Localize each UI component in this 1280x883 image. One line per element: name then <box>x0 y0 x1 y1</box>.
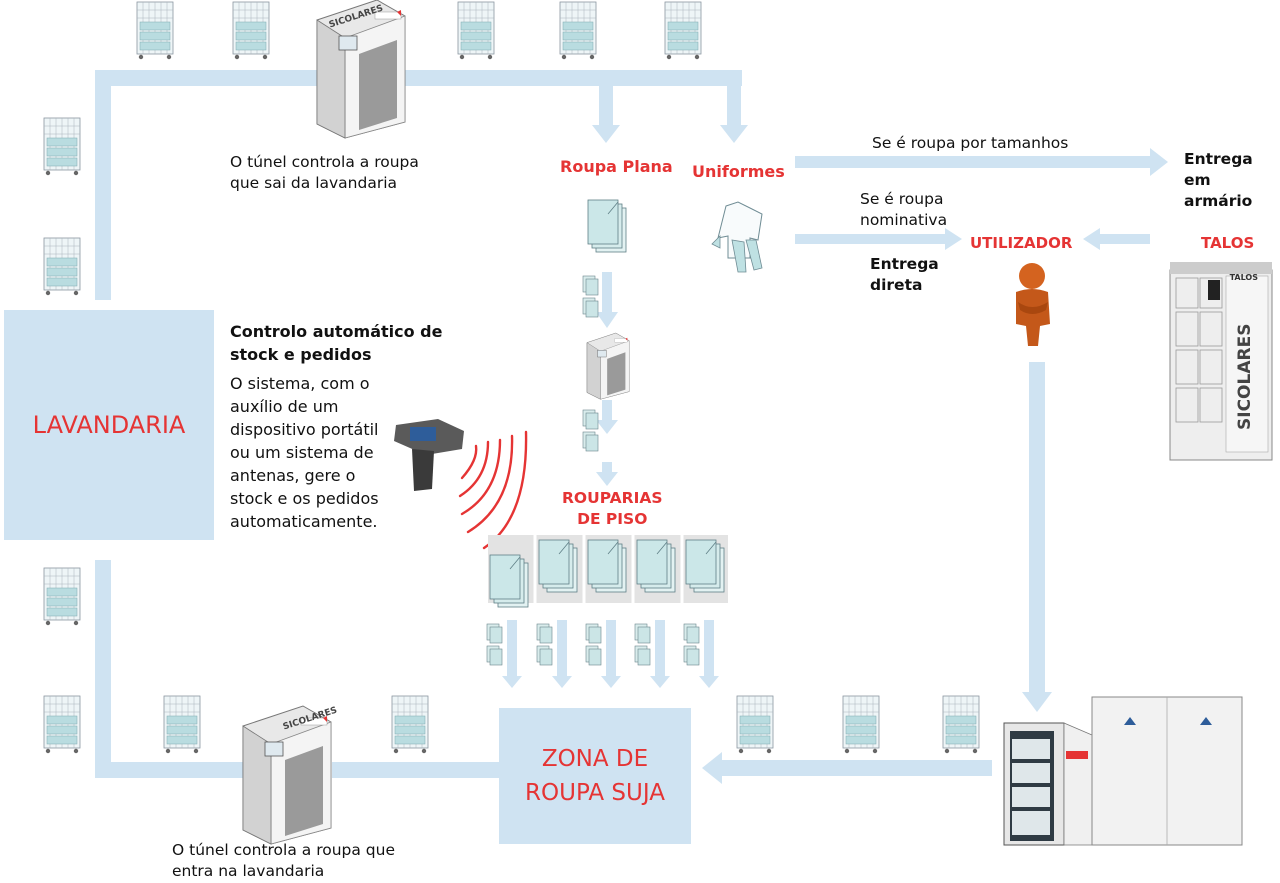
person-icon <box>1016 263 1050 346</box>
zona-roupa-suja-box: ZONA DE ROUPA SUJA <box>499 708 691 844</box>
by-size-label: Se é roupa por tamanhos <box>872 134 1069 152</box>
nominative-line1: Se é roupa <box>860 190 944 208</box>
rouparias-line2: DE PISO <box>577 510 648 528</box>
tunnel-bottom-caption: O túnel controla a roupa que entra na la… <box>172 840 395 882</box>
uniformes-label: Uniformes <box>692 162 785 181</box>
uniform-icon <box>711 201 763 273</box>
direct-delivery-line1: Entrega <box>870 255 939 273</box>
direct-delivery-line2: direta <box>870 276 923 294</box>
rouparias-linen-icons <box>486 535 728 666</box>
direct-delivery-label: Entrega direta <box>870 254 939 296</box>
lavandaria-label: LAVANDARIA <box>32 411 186 439</box>
delivery-locker-line2: em armário <box>1184 171 1253 210</box>
tunnel-top-caption-line1: O túnel controla a roupa <box>230 153 419 171</box>
dirty-linen-cabinet-icon <box>1003 696 1243 846</box>
lavandaria-box: LAVANDARIA <box>4 310 214 540</box>
utilizador-label: UTILIZADOR <box>970 234 1073 252</box>
zona-suja-line1: ZONA DE <box>541 746 649 772</box>
auto-control-title2: stock e pedidos <box>230 345 372 364</box>
auto-control-body-7: automaticamente. <box>230 512 378 531</box>
tunnel-bottom-caption-line1: O túnel controla a roupa que <box>172 841 396 859</box>
rouparias-line1: ROUPARIAS <box>562 489 663 507</box>
nominative-label: Se é roupa nominativa <box>860 189 947 231</box>
delivery-locker-line1: Entrega <box>1184 150 1253 168</box>
delivery-locker-label: Entrega em armário <box>1184 149 1280 212</box>
tunnel-top-caption: O túnel controla a roupa que sai da lava… <box>230 152 419 194</box>
zona-suja-line2: ROUPA SUJA <box>525 780 665 806</box>
auto-control-body-4: ou um sistema de <box>230 443 374 462</box>
roupa-plana-label: Roupa Plana <box>560 157 673 176</box>
nominative-line2: nominativa <box>860 211 948 229</box>
auto-control-title1: Controlo automático de <box>230 322 443 341</box>
auto-control-body-5: antenas, gere o <box>230 466 356 485</box>
locker-brand-label: TALOS <box>1230 273 1259 282</box>
rouparias-label: ROUPARIAS DE PISO <box>562 488 663 530</box>
tunnel-top-caption-line2: que sai da lavandaria <box>230 174 398 192</box>
auto-control-body-3: dispositivo portátil <box>230 420 379 439</box>
tunnel-bottom-caption-line2: entra na lavandaria <box>172 862 325 880</box>
rfid-reader-icon <box>394 419 464 491</box>
auto-control-body-6: stock e os pedidos <box>230 489 379 508</box>
locker-icon: SICOLARES TALOS <box>1169 262 1273 461</box>
auto-control-body-2: auxílio de um <box>230 397 339 416</box>
auto-control-block: Controlo automático de stock e pedidos O… <box>230 320 442 533</box>
locker-brand: SICOLARES <box>1235 324 1255 430</box>
auto-control-body-1: O sistema, com o <box>230 374 370 393</box>
talos-label: TALOS <box>1201 234 1255 252</box>
